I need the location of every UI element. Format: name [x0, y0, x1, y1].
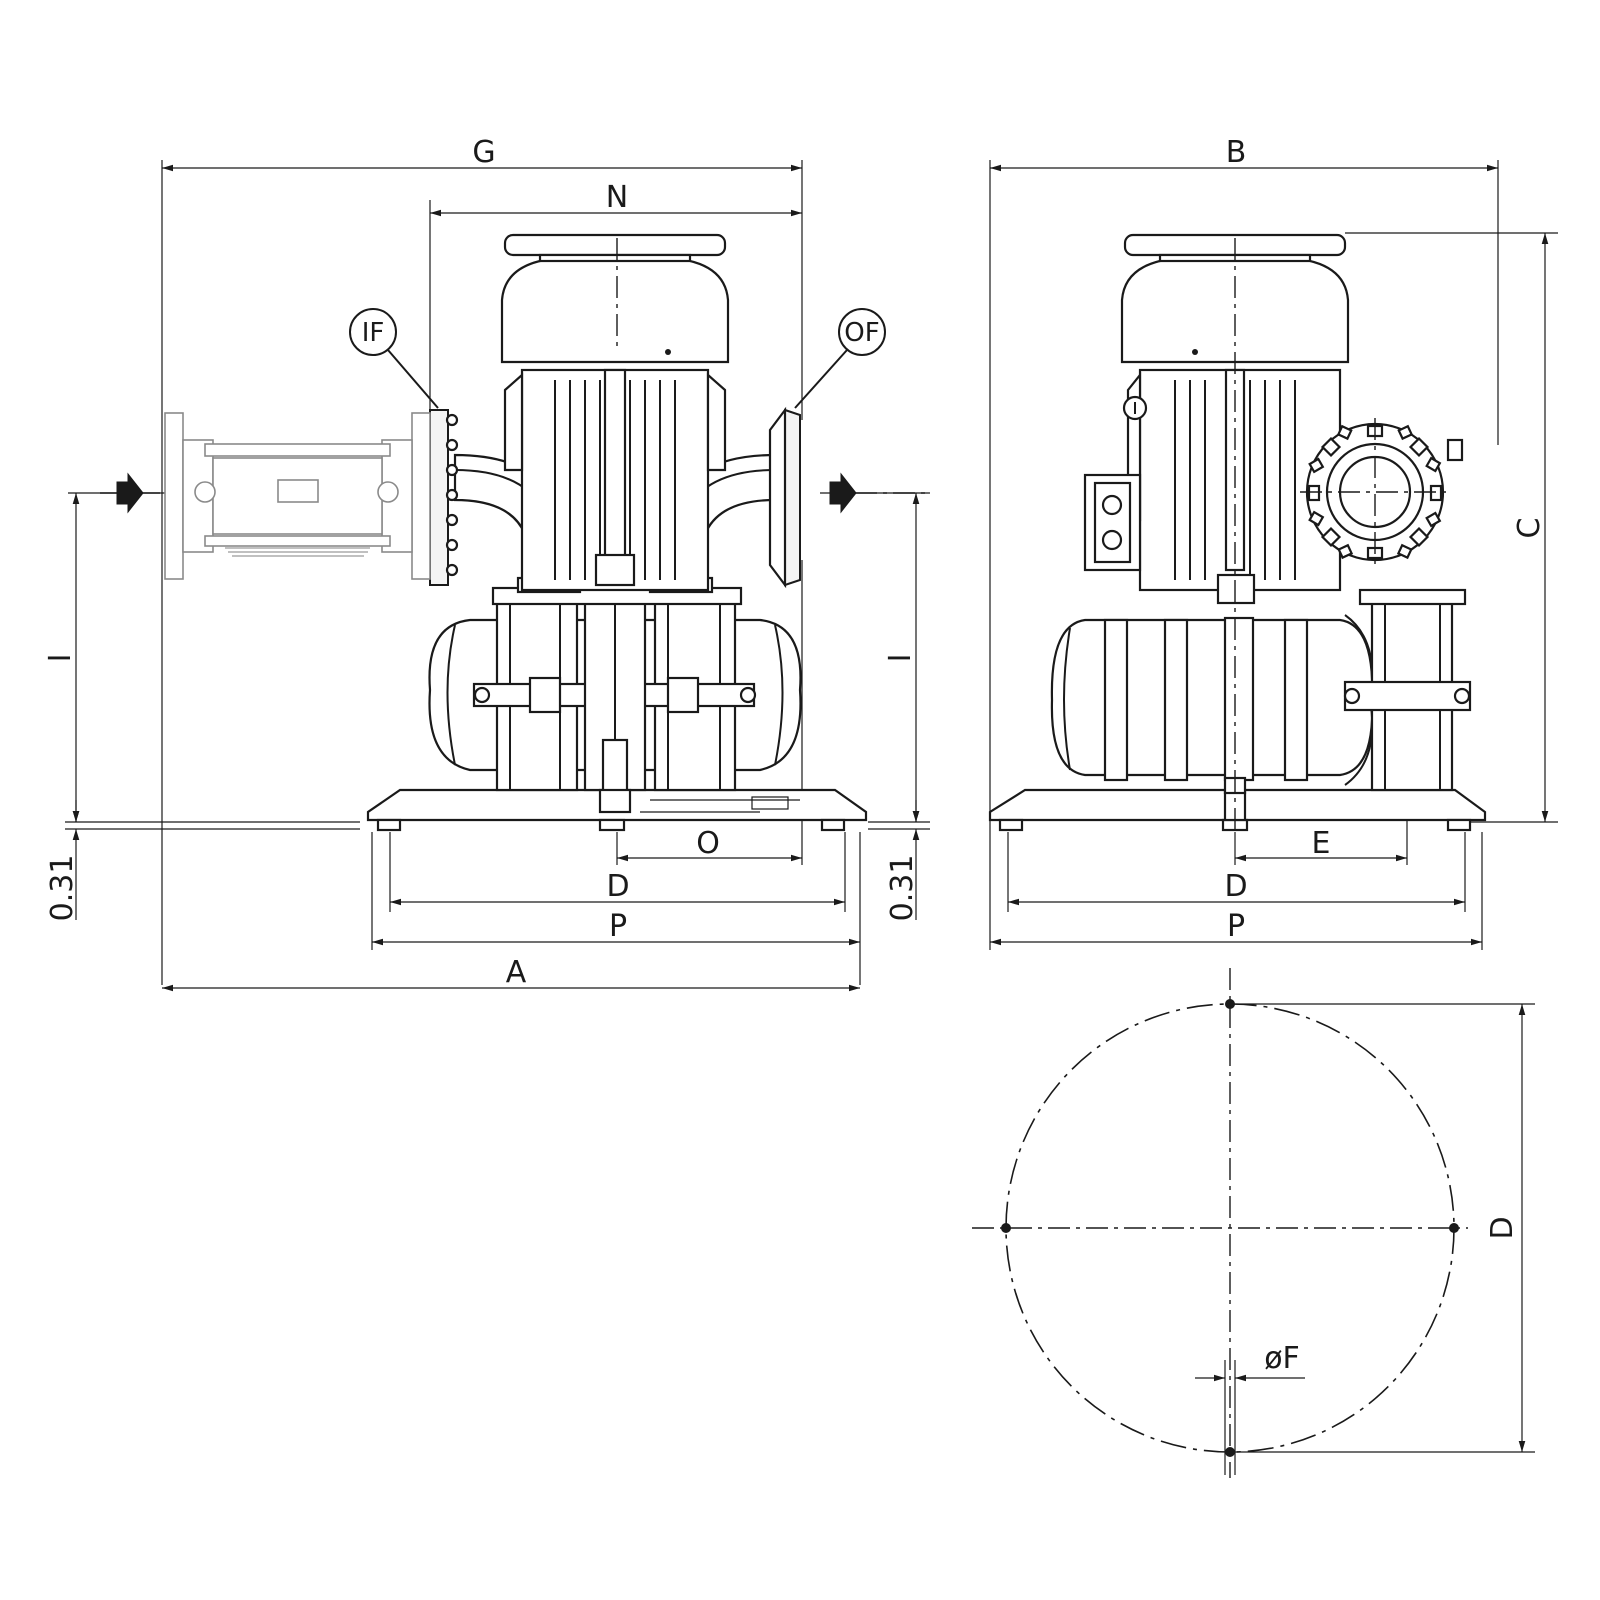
dim-C: C	[1512, 233, 1549, 822]
dim-I-right-label: I	[883, 654, 918, 663]
dim-A: A	[162, 955, 860, 992]
dim-A-label: A	[506, 955, 527, 990]
dim-offset-left-label: 0.31	[45, 855, 80, 922]
bolt-hole-right	[1449, 1223, 1459, 1233]
dim-G: G	[162, 135, 802, 172]
front-motor	[500, 233, 730, 592]
dim-N: N	[430, 180, 802, 217]
outlet-flange-label: OF	[844, 318, 879, 348]
dim-E-label: E	[1312, 826, 1331, 861]
dim-D-plan: D	[1230, 1003, 1535, 1453]
front-vessel	[428, 586, 802, 814]
callout-outlet-flange: OF	[794, 308, 886, 409]
side-view: B C E D P	[988, 135, 1558, 950]
dim-D-front-label: D	[606, 869, 629, 904]
dim-P-side: P	[990, 909, 1482, 946]
bolt-hole-left	[1001, 1223, 1011, 1233]
dim-B: B	[990, 135, 1498, 172]
side-column	[1343, 588, 1472, 792]
plan-view: D øF	[972, 968, 1535, 1478]
dim-P-front: P	[372, 909, 860, 946]
dim-O: O	[617, 826, 802, 862]
dim-offset-right-label: 0.31	[885, 855, 920, 922]
callout-inlet-flange: IF	[349, 308, 439, 409]
front-outlet-flange	[768, 406, 801, 589]
dim-N-label: N	[606, 180, 628, 215]
dim-B-label: B	[1226, 135, 1247, 170]
dim-P-side-label: P	[1227, 909, 1245, 944]
dim-F-label: øF	[1264, 1341, 1300, 1376]
inlet-flow-arrow-icon	[116, 472, 144, 514]
front-inlet-assembly	[164, 409, 459, 586]
dim-C-label: C	[1512, 518, 1547, 539]
side-outlet-flange	[1300, 418, 1464, 568]
dim-D-front: D	[390, 869, 845, 906]
dim-F: øF	[1195, 1341, 1305, 1475]
front-motor-fins	[554, 380, 676, 580]
dim-offset-right: 0.31	[885, 800, 920, 921]
dim-D-side-label: D	[1224, 869, 1247, 904]
inlet-flange-label: IF	[362, 318, 385, 348]
side-motor-fins	[1174, 380, 1296, 580]
dim-D-side: D	[1008, 869, 1465, 906]
dim-offset-left: 0.31	[45, 800, 80, 921]
dim-G-label: G	[472, 135, 495, 170]
side-base-plate	[988, 788, 1487, 832]
side-terminal-box	[1083, 395, 1148, 572]
side-vessel	[1050, 614, 1374, 795]
front-view: IF OF G N I I 0.31	[43, 135, 930, 992]
dim-D-plan-label: D	[1485, 1216, 1520, 1239]
dim-E: E	[1235, 826, 1407, 862]
dim-P-front-label: P	[609, 909, 627, 944]
filter-housing	[164, 412, 431, 580]
dim-O-label: O	[696, 826, 720, 861]
dim-I-right: I	[883, 493, 920, 822]
dim-I-left: I	[43, 493, 80, 822]
dim-I-left-label: I	[43, 654, 78, 663]
outlet-flow-arrow-icon	[829, 472, 857, 514]
